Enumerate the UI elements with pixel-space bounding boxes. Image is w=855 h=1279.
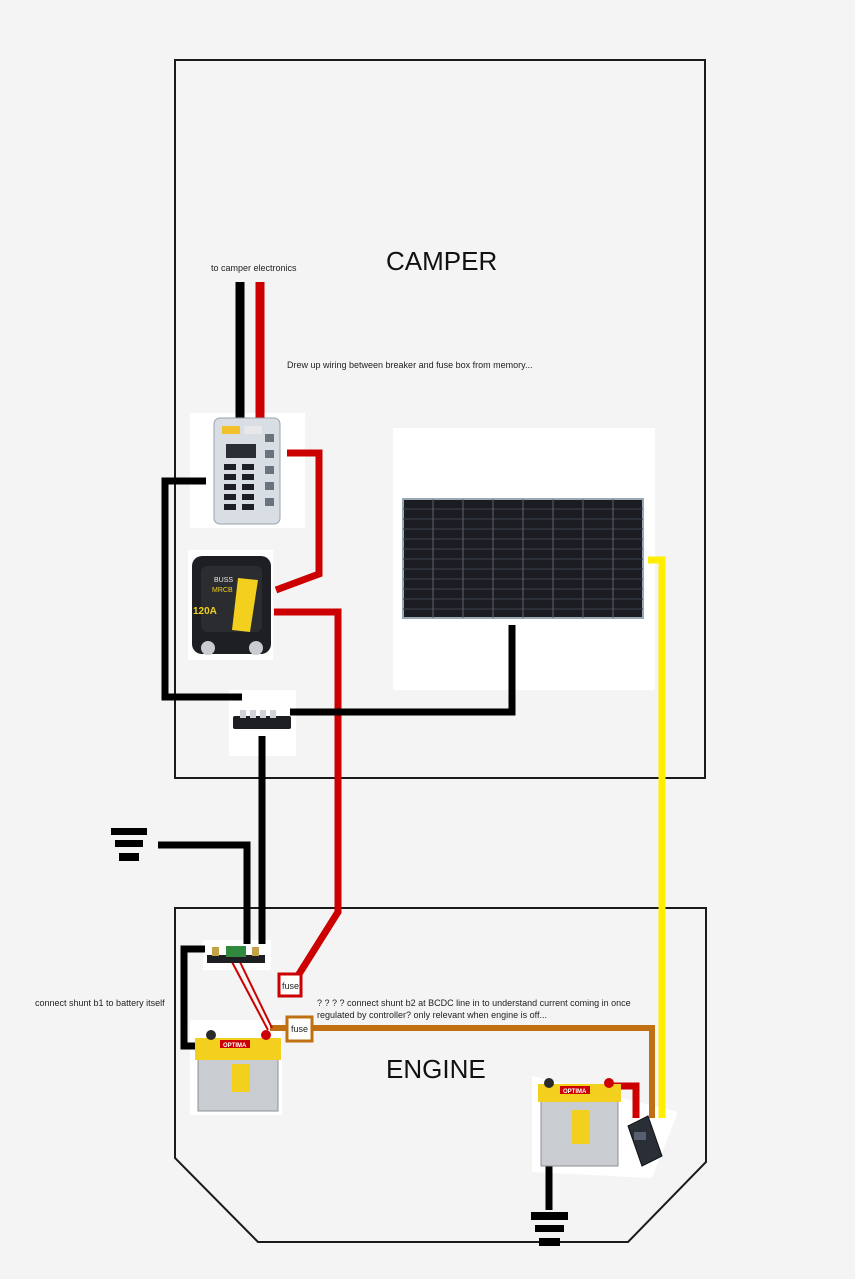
engine-label: ENGINE: [386, 1054, 486, 1084]
shunt-b2-note-line2: regulated by controller? only relevant w…: [317, 1010, 547, 1020]
wire-solar-positive: [648, 556, 666, 1118]
breaker-model: MRCB: [212, 587, 233, 594]
ground-icon-chassis: [111, 828, 147, 861]
fuse-positive: fuse: [277, 972, 303, 998]
house-battery: OPTIMA: [195, 1030, 281, 1112]
starter-battery: OPTIMA: [538, 1078, 621, 1167]
fuse-alternator: fuse: [285, 1015, 314, 1043]
wire-ground-shunt: [158, 841, 251, 944]
camper-label: CAMPER: [386, 246, 497, 276]
engine-bay-outline: [174, 907, 707, 1243]
breaker-rating: 120A: [193, 606, 217, 617]
wire-shunt-lead-1: [231, 961, 269, 1031]
wire-shunt-battery-negative: [180, 945, 205, 1050]
shunt: [207, 946, 265, 963]
wire-alternator: [270, 1025, 655, 1118]
wire-solar-negative: [290, 625, 516, 716]
fuse-box: [213, 417, 281, 525]
breaker-brand: BUSS: [214, 577, 233, 584]
wire-shunt-lead-2: [239, 961, 273, 1029]
bus-bar: [233, 710, 291, 729]
fuse-positive-label: fuse: [282, 981, 299, 991]
ground-icon-starter: [531, 1212, 568, 1246]
wire-fusebox-busbar-negative: [161, 477, 242, 701]
camper-outline: [174, 59, 706, 779]
shunt-b2-note-line1: ? ? ? ? connect shunt b2 at BCDC line in…: [317, 998, 631, 1008]
dcdc-charger: [627, 1115, 663, 1167]
circuit-breaker: BUSS MRCB 120A: [192, 556, 271, 655]
starter-battery-brand: OPTIMA: [563, 1089, 587, 1095]
solar-panel: [402, 498, 644, 619]
shunt-b1-note: connect shunt b1 to battery itself: [35, 998, 165, 1008]
fuse-alternator-label: fuse: [291, 1024, 308, 1034]
memory-note: Drew up wiring between breaker and fuse …: [287, 360, 532, 370]
wire-breaker-engine-positive: [274, 608, 342, 992]
house-battery-brand: OPTIMA: [223, 1043, 247, 1049]
to-camper-electronics-label: to camper electronics: [211, 263, 297, 273]
wire-fusebox-breaker: [274, 449, 323, 594]
